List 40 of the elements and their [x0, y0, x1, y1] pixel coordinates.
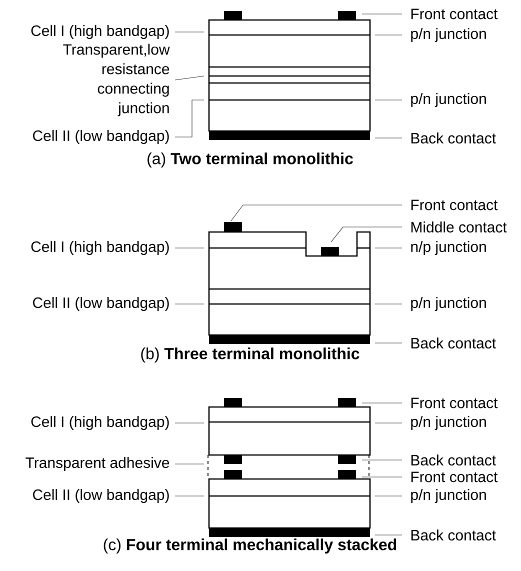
callout-label: Back contact: [411, 530, 496, 540]
leader-line: [362, 476, 402, 478]
callout-label: Front contact: [411, 200, 498, 210]
caption: (a) Two terminal monolithic: [148, 152, 353, 168]
callout-label: p/n junction: [411, 28, 486, 42]
callout-label: Front contact: [411, 8, 498, 20]
callout-label: Front contact: [411, 398, 498, 408]
callout-label: Cell II (low bandgap): [33, 297, 169, 311]
callout-label: p/n junction: [411, 297, 486, 311]
callout-label: Cell I (high bandgap): [31, 416, 169, 430]
callout-label: Middle contact: [411, 222, 507, 232]
callout-label: Cell II (low bandgap): [33, 130, 169, 144]
callout-label: Cell I (high bandgap): [31, 241, 169, 255]
leader-line: [330, 226, 402, 242]
callout-label: Back contact: [411, 338, 496, 348]
callout-label: Cell I (high bandgap): [31, 25, 169, 39]
leader-line: [374, 534, 402, 536]
solar-cell-drawing: [208, 398, 371, 537]
solar-cell-drawing: [208, 11, 371, 140]
leader-line: [230, 204, 402, 222]
leader-line: [362, 402, 402, 404]
callout-label: p/n junction: [411, 416, 486, 430]
callout-label: Back contact: [411, 454, 496, 466]
leader-line: [174, 422, 204, 424]
solar-cell-drawing: [208, 222, 371, 344]
callout-label: p/n junction: [411, 93, 486, 107]
callout-label: Transparent adhesive: [26, 457, 170, 471]
callout-label: Front contact: [411, 472, 498, 482]
callout-label: Cell II (low bandgap): [33, 489, 169, 503]
callout-label: p/n junction: [411, 489, 486, 503]
callout-label: n/p junction: [411, 241, 486, 255]
caption: (c) Four terminal mechanically stacked: [104, 538, 396, 554]
leader-line: [374, 34, 402, 36]
leader-line: [174, 100, 204, 138]
leader-line: [174, 76, 204, 80]
leader-line: [374, 342, 402, 344]
caption: (b) Three terminal monolithic: [141, 348, 360, 362]
leader-line: [374, 422, 402, 424]
callout-label: Transparent,low resistance connecting junction: [63, 44, 170, 116]
callout-label: Back contact: [411, 132, 496, 144]
